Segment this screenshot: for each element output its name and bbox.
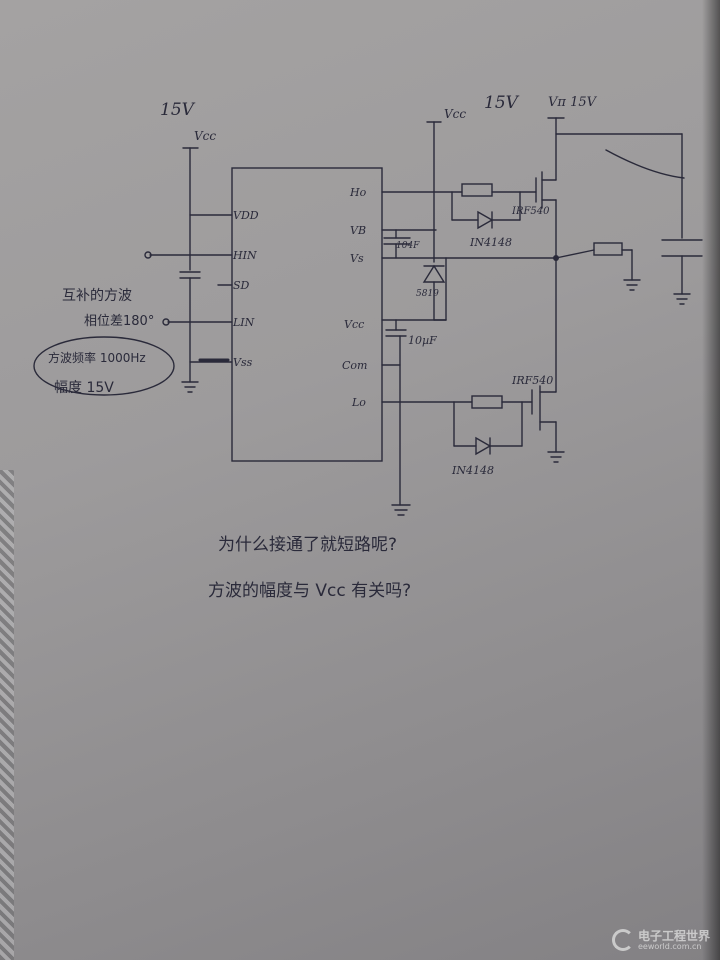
right-vcc-label: Vπ 15V [548, 95, 598, 110]
vcc-cap-label: 10µF [408, 334, 437, 347]
pin-com-label: Com [342, 359, 367, 372]
note-amplitude: 幅度 15V [54, 380, 114, 396]
load-resistor [593, 242, 623, 256]
left-vcc-volt-label: 15V [160, 100, 196, 120]
question-amplitude-vcc: 方波的幅度与 Vcc 有关吗? [208, 581, 411, 601]
pin-vcc-label: Vcc [344, 318, 364, 331]
low-mosfet-label: IRF540 [511, 374, 553, 387]
low-gate-resistor [471, 395, 503, 409]
watermark-logo-icon [611, 929, 634, 951]
watermark-site-url: eeworld.com.cn [637, 941, 702, 951]
pin-vdd-label: VDD [233, 209, 259, 222]
question-short-circuit: 为什么接通了就短路呢? [218, 535, 397, 555]
lin-input-terminal [162, 318, 170, 326]
paper-shadow-edge [702, 0, 720, 960]
tablecloth-edge [0, 470, 14, 960]
pin-lin-label: LIN [232, 316, 255, 329]
mid-vcc-label: Vcc [444, 107, 466, 121]
pin-sd-label: SD [233, 279, 250, 292]
high-mosfet-label: IRF540 [511, 206, 550, 217]
boot-diode-label: 5819 [416, 289, 439, 299]
note-complementary-line1: 互补的方波 [62, 288, 132, 304]
low-diode-label: IN4148 [451, 464, 494, 477]
pin-vss-label: Vss [233, 356, 253, 369]
pin-vb-label: VB [350, 224, 366, 237]
boot-diode-5819 [422, 264, 446, 283]
watermark-site-name: 电子工程世界 [637, 928, 710, 943]
mid-vcc-volt-label: 15V [484, 93, 520, 113]
low-gate-diode-in4148 [475, 436, 492, 456]
note-frequency: 方波频率 1000Hz [48, 350, 146, 365]
driver-ic-body [231, 167, 383, 462]
note-ellipse [33, 336, 175, 396]
high-gate-diode-in4148 [477, 210, 494, 230]
hin-input-terminal [144, 251, 152, 259]
sketch-stroke [605, 149, 685, 179]
site-watermark: 电子工程世界 eeworld.com.cn [611, 926, 710, 954]
high-diode-label: IN4148 [469, 236, 512, 249]
left-vcc-label: Vcc [194, 129, 216, 143]
pin-vs-label: Vs [350, 252, 364, 265]
note-complementary-line2: 相位差180° [84, 314, 154, 329]
pin-hin-label: HIN [232, 249, 257, 262]
pin-ho-label: Ho [349, 186, 367, 199]
boot-cap-label: 104F [396, 241, 420, 251]
high-gate-resistor [461, 183, 493, 197]
pin-lo-label: Lo [351, 396, 366, 409]
